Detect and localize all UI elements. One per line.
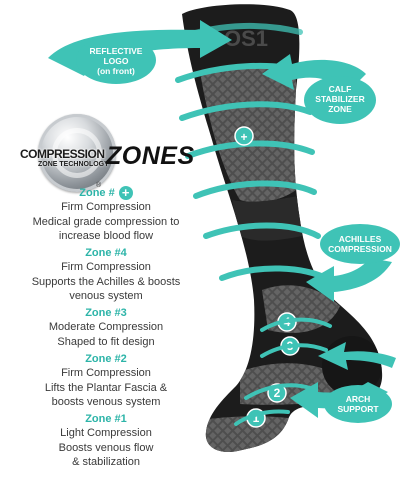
zone-2-text: Firm Compression Lifts the Plantar Fasci… <box>44 367 168 408</box>
zone-3-description: Zone #3 Moderate Compression Shaped to f… <box>0 306 212 349</box>
zone-1-description: Zone #1 Light Compression Boosts venous … <box>0 412 212 470</box>
callout-calf-line2: STABILIZER <box>315 94 364 104</box>
callout-reflective-line2: LOGO <box>103 56 128 66</box>
callout-arch: ARCH SUPPORT <box>290 382 392 423</box>
callout-arch-line1: ARCH <box>346 394 371 404</box>
callout-reflective-line3: (on front) <box>97 66 135 76</box>
callout-calf-line1: CALF <box>329 84 352 94</box>
svg-text:2: 2 <box>274 386 281 400</box>
logo-trademark: ® <box>96 182 102 189</box>
logo-word-compression: COMPRESSION <box>20 147 105 161</box>
compression-zone-logo: COMPRESSION ZONE TECHNOLOGY ZONES ® <box>12 112 195 196</box>
svg-text:+: + <box>240 130 247 144</box>
callout-reflective-line1: REFLECTIVE <box>90 46 143 56</box>
zone-4-description: Zone #4 Firm Compression Supports the Ac… <box>0 246 212 304</box>
zone-2-description: Zone #2 Firm Compression Lifts the Plant… <box>0 352 212 410</box>
heel-arrow <box>318 342 396 370</box>
callout-arch-line2: SUPPORT <box>337 404 379 414</box>
callout-achilles-line1: ACHILLES <box>339 234 382 244</box>
zone-4-title: Zone #4 <box>85 247 127 259</box>
plus-icon: + <box>118 186 133 200</box>
callout-achilles: ACHILLES COMPRESSION <box>306 224 400 302</box>
zone-plus-title: Zone # <box>79 187 115 199</box>
zone-plus-description: Zone # + Firm Compression Medical grade … <box>0 186 212 244</box>
svg-text:1: 1 <box>253 411 260 425</box>
callout-achilles-line2: COMPRESSION <box>328 244 392 254</box>
logo-disc-icon <box>38 114 116 192</box>
zone-4-text: Firm Compression Supports the Achilles &… <box>31 261 181 302</box>
logo-word-technology: ZONE TECHNOLOGY <box>38 161 109 168</box>
zone-plus-text: Firm Compression Medical grade compressi… <box>32 201 180 242</box>
callout-reflective-logo: REFLECTIVE LOGO (on front) <box>48 20 232 84</box>
zone-2-title: Zone #2 <box>85 353 127 365</box>
foot-spiral <box>234 317 332 426</box>
zone-1-text: Light Compression Boosts venous flow & s… <box>58 427 154 468</box>
logo-title-zones: ZONES <box>106 142 195 170</box>
zone-1-title: Zone #1 <box>85 413 127 425</box>
callout-calf-line3: ZONE <box>328 104 352 114</box>
callout-calf-stabilizer: CALF STABILIZER ZONE <box>262 54 376 124</box>
cuff-logo: OS1 <box>224 26 268 51</box>
zone-3-text: Moderate Compression Shaped to fit desig… <box>48 321 164 348</box>
zone-3-title: Zone #3 <box>85 307 127 319</box>
marker-plus: + <box>234 126 254 146</box>
